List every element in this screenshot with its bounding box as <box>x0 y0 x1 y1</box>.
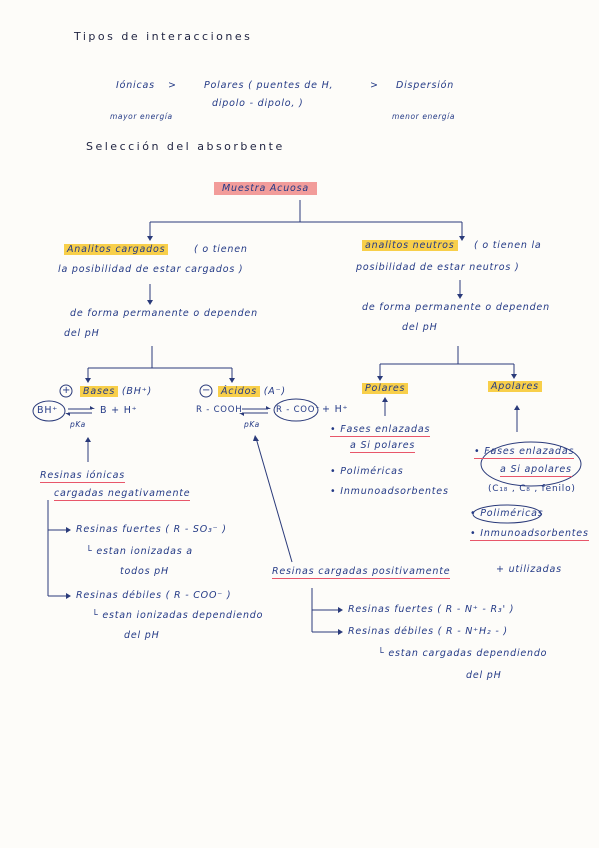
gt-symbol-1: > <box>168 80 177 91</box>
apolares-item-5-text: Inmunoadsorbentes <box>480 528 589 539</box>
debiles-neg-sub-1-text: estan ionizadas dependiendo <box>102 610 264 621</box>
bases-sign: + <box>62 385 72 396</box>
apolares-item-5: • Inmunoadsorbentes <box>470 528 589 541</box>
apolares-heading: Apolares <box>488 381 542 392</box>
resinas-debiles-pos: Resinas débiles ( R - N⁺H₂ - ) <box>348 626 508 637</box>
bases-eq-right: B + H⁺ <box>100 405 138 416</box>
cargados-forma-2: del pH <box>64 328 100 339</box>
acidos-label: Ácidos <box>218 386 260 397</box>
acidos-eq-left: R - COOH <box>196 405 243 415</box>
polares-item-1: • Fases enlazadas <box>330 424 431 437</box>
polares-label: Polares <box>362 383 409 394</box>
acidos-heading: Ácidos (A⁻) <box>218 386 286 397</box>
apolares-item-2: a Si apolares <box>500 464 572 477</box>
title-seleccion: Selección del absorbente <box>86 140 285 153</box>
bases-label: Bases <box>80 386 119 397</box>
acidos-pka: pKa <box>244 420 260 429</box>
fuertes-neg-sub-1-text: estan ionizadas a <box>96 546 193 557</box>
resinas-positivas: Resinas cargadas positivamente <box>272 566 451 579</box>
polares-item-3: • Poliméricas <box>330 466 404 477</box>
cargados-forma-1: de forma permanente o dependen <box>70 308 258 319</box>
resinas-fuertes-neg: Resinas fuertes ( R - SO₃⁻ ) <box>76 524 227 535</box>
acidos-sign: − <box>202 385 212 396</box>
debiles-pos-sub-2: del pH <box>466 670 502 681</box>
cargados-desc-1: ( o tienen <box>194 244 248 255</box>
polares-item-4-text: Inmunoadsorbentes <box>340 486 449 497</box>
polares-item-3-text: Poliméricas <box>340 466 404 477</box>
cargados-desc-2: la posibilidad de estar cargados ) <box>58 264 244 275</box>
analitos-neutros-label: analitos neutros <box>362 240 458 251</box>
analitos-cargados: Analitos cargados <box>64 244 169 255</box>
bases-eq-left: BH⁺ <box>37 405 59 416</box>
debiles-neg-sub-1: └ estan ionizadas dependiendo <box>92 610 264 621</box>
acidos-suffix: (A⁻) <box>263 386 286 397</box>
analitos-neutros: analitos neutros <box>362 240 458 251</box>
resinas-fuertes-pos: Resinas fuertes ( R - N⁺ - R₃' ) <box>348 604 515 615</box>
mas-utilizadas: + utilizadas <box>496 564 562 575</box>
polares-item-4: • Inmunoadsorbentes <box>330 486 449 497</box>
bases-heading: Bases (BH⁺) <box>80 386 152 397</box>
acidos-eq-right: R - COO⁻ <box>276 405 321 415</box>
apolares-item-4: • Poliméricas <box>470 508 544 519</box>
neutros-desc-1: ( o tienen la <box>474 240 542 251</box>
debiles-pos-sub-1: └ estan cargadas dependiendo <box>378 648 548 659</box>
neutros-forma-2: del pH <box>402 322 438 333</box>
polares-item-2: a Si polares <box>350 440 416 453</box>
analitos-cargados-label: Analitos cargados <box>64 244 169 255</box>
dispersion-label: Dispersión <box>396 80 455 91</box>
apolares-item-4-text: Poliméricas <box>480 508 544 519</box>
debiles-neg-sub-2: del pH <box>124 630 160 641</box>
polares-item-1-text: Fases enlazadas <box>340 424 431 435</box>
apolares-item-1: • Fases enlazadas <box>474 446 575 459</box>
bases-suffix: (BH⁺) <box>121 386 153 397</box>
apolares-item-1-text: Fases enlazadas <box>484 446 575 457</box>
neutros-desc-2: posibilidad de estar neutros ) <box>356 262 520 273</box>
debiles-pos-sub-1-text: estan cargadas dependiendo <box>388 648 548 659</box>
apolares-item-3: (C₁₈ , C₈ , fenilo) <box>488 484 576 494</box>
resinas-ionicas: Resinas iónicas <box>40 470 125 483</box>
dipolo-label: dipolo - dipolo, ) <box>212 98 304 109</box>
ionicas-label: Iónicas <box>116 80 155 91</box>
title-tipos: Tipos de interacciones <box>74 30 253 43</box>
fuertes-neg-sub-1: └ estan ionizadas a <box>86 546 193 557</box>
gt-symbol-2: > <box>370 80 379 91</box>
polares-label: Polares ( puentes de H, <box>204 80 334 91</box>
resinas-debiles-neg: Resinas débiles ( R - COO⁻ ) <box>76 590 232 601</box>
neutros-forma-1: de forma permanente o dependen <box>362 302 550 313</box>
polares-heading: Polares <box>362 383 409 394</box>
bases-pka: pKa <box>70 420 86 429</box>
muestra-acuosa: Muestra Acuosa <box>214 182 318 195</box>
cargadas-negativamente: cargadas negativamente <box>54 488 191 501</box>
apolares-label: Apolares <box>488 381 542 392</box>
menor-energia: menor energía <box>392 112 456 121</box>
acidos-eq-h: + H⁺ <box>322 404 349 415</box>
fuertes-neg-sub-2: todos pH <box>120 566 169 577</box>
mayor-energia: mayor energía <box>110 112 173 121</box>
